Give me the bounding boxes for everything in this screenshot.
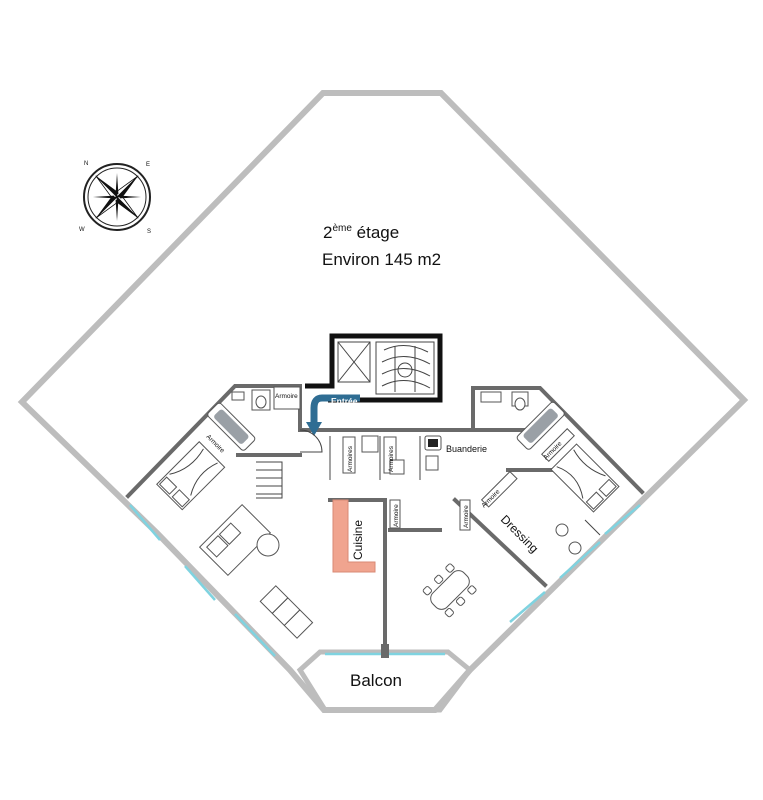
cuisine-label: Cuisine	[351, 520, 365, 560]
floor-title: 2ème étage	[323, 223, 399, 242]
living-sofa	[198, 503, 272, 577]
right-wing-fixtures	[480, 391, 575, 462]
right-bed	[550, 443, 620, 513]
right-bath-fixtures	[555, 519, 601, 555]
hall-bathrooms	[329, 435, 442, 480]
kitchen-wardrobe	[389, 499, 401, 529]
living-sofa-lower	[259, 585, 314, 639]
armoire-wc-left-label: Armoire	[275, 393, 298, 400]
armchair	[256, 533, 280, 557]
buanderie-label: Buanderie	[446, 444, 487, 454]
stairwell	[305, 333, 443, 403]
kitchen-counter	[332, 499, 376, 573]
living-stairs	[256, 461, 283, 499]
armoires-hall-2-label: Armoires	[388, 445, 395, 472]
balcon-label: Balcon	[350, 671, 402, 690]
interior-walls	[125, 384, 645, 657]
left-wing-fixtures	[207, 386, 301, 451]
entree-label: Entrée	[331, 396, 358, 406]
entry-door	[299, 429, 323, 453]
balcony-divider	[381, 644, 389, 658]
entrance-arrow	[306, 394, 360, 436]
compass-rose-icon	[83, 163, 151, 231]
armoire-dressing-1-label: Armoire	[463, 505, 470, 528]
armoires-hall-1-label: Armoires	[347, 445, 354, 472]
floor-area: Environ 145 m2	[322, 250, 441, 269]
dressing-wardrobes	[459, 470, 518, 531]
compass-north: N	[84, 161, 88, 167]
balcony-outline	[296, 649, 474, 713]
armoire-kitchen-label: Armoire	[393, 504, 400, 527]
compass-west: W	[79, 227, 85, 233]
left-bed	[156, 441, 226, 511]
dining-table	[422, 563, 477, 618]
compass-east: E	[146, 162, 150, 168]
compass-south: S	[147, 229, 151, 235]
